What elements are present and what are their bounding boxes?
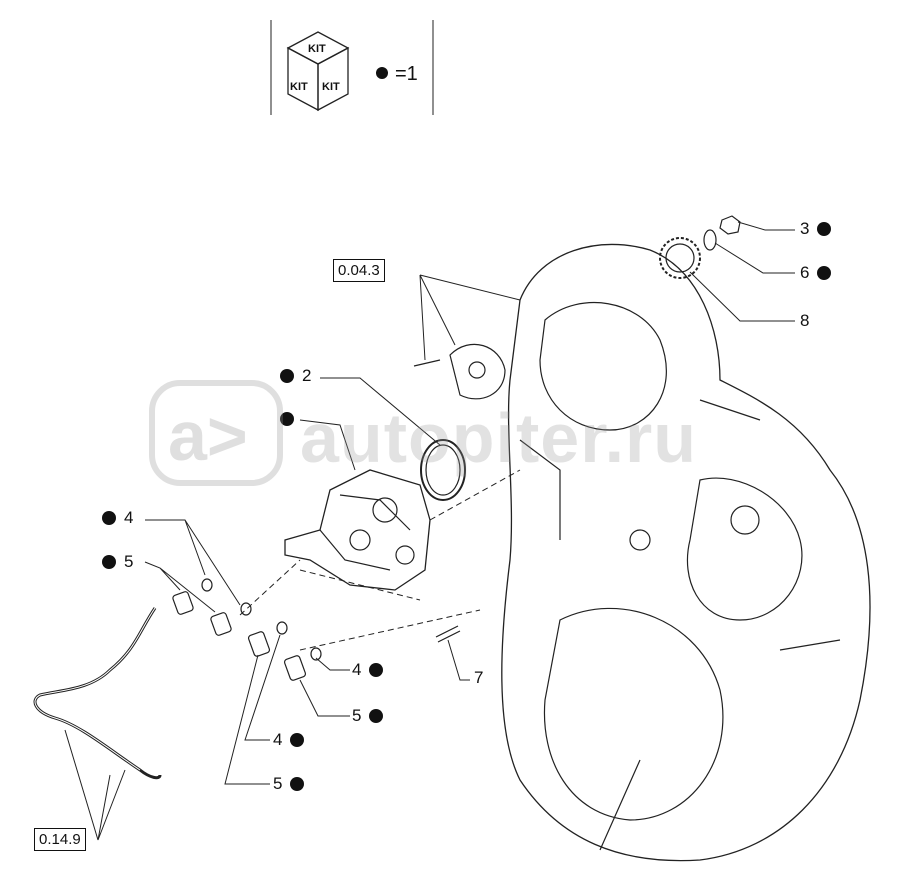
callout-5-left: 5 — [102, 553, 133, 571]
callout-2: 2 — [280, 367, 311, 385]
callout-kit-unnumbered — [280, 412, 302, 426]
reference-box-0.14.9[interactable]: 0.14.9 — [34, 828, 86, 851]
callout-8: 8 — [800, 311, 810, 330]
kit-cube-icon: KIT KIT KIT — [286, 31, 350, 112]
callout-5-lower: 5 — [273, 775, 305, 793]
watermark-text: autopiter.ru — [300, 399, 698, 477]
callout-6: 6 — [800, 264, 832, 282]
reference-box-0.04.3[interactable]: 0.04.3 — [333, 259, 385, 282]
callout-4-mid: 4 — [352, 661, 384, 679]
callout-4-left: 4 — [102, 509, 133, 527]
callout-5-mid: 5 — [352, 707, 384, 725]
callout-7: 7 — [474, 668, 484, 687]
callout-3: 3 — [800, 220, 832, 238]
kit-quantity-legend: =1 — [395, 63, 418, 85]
callout-4-lower: 4 — [273, 731, 305, 749]
svg-text:KIT: KIT — [290, 81, 308, 93]
svg-text:KIT: KIT — [322, 81, 340, 93]
svg-text:KIT: KIT — [308, 43, 326, 55]
